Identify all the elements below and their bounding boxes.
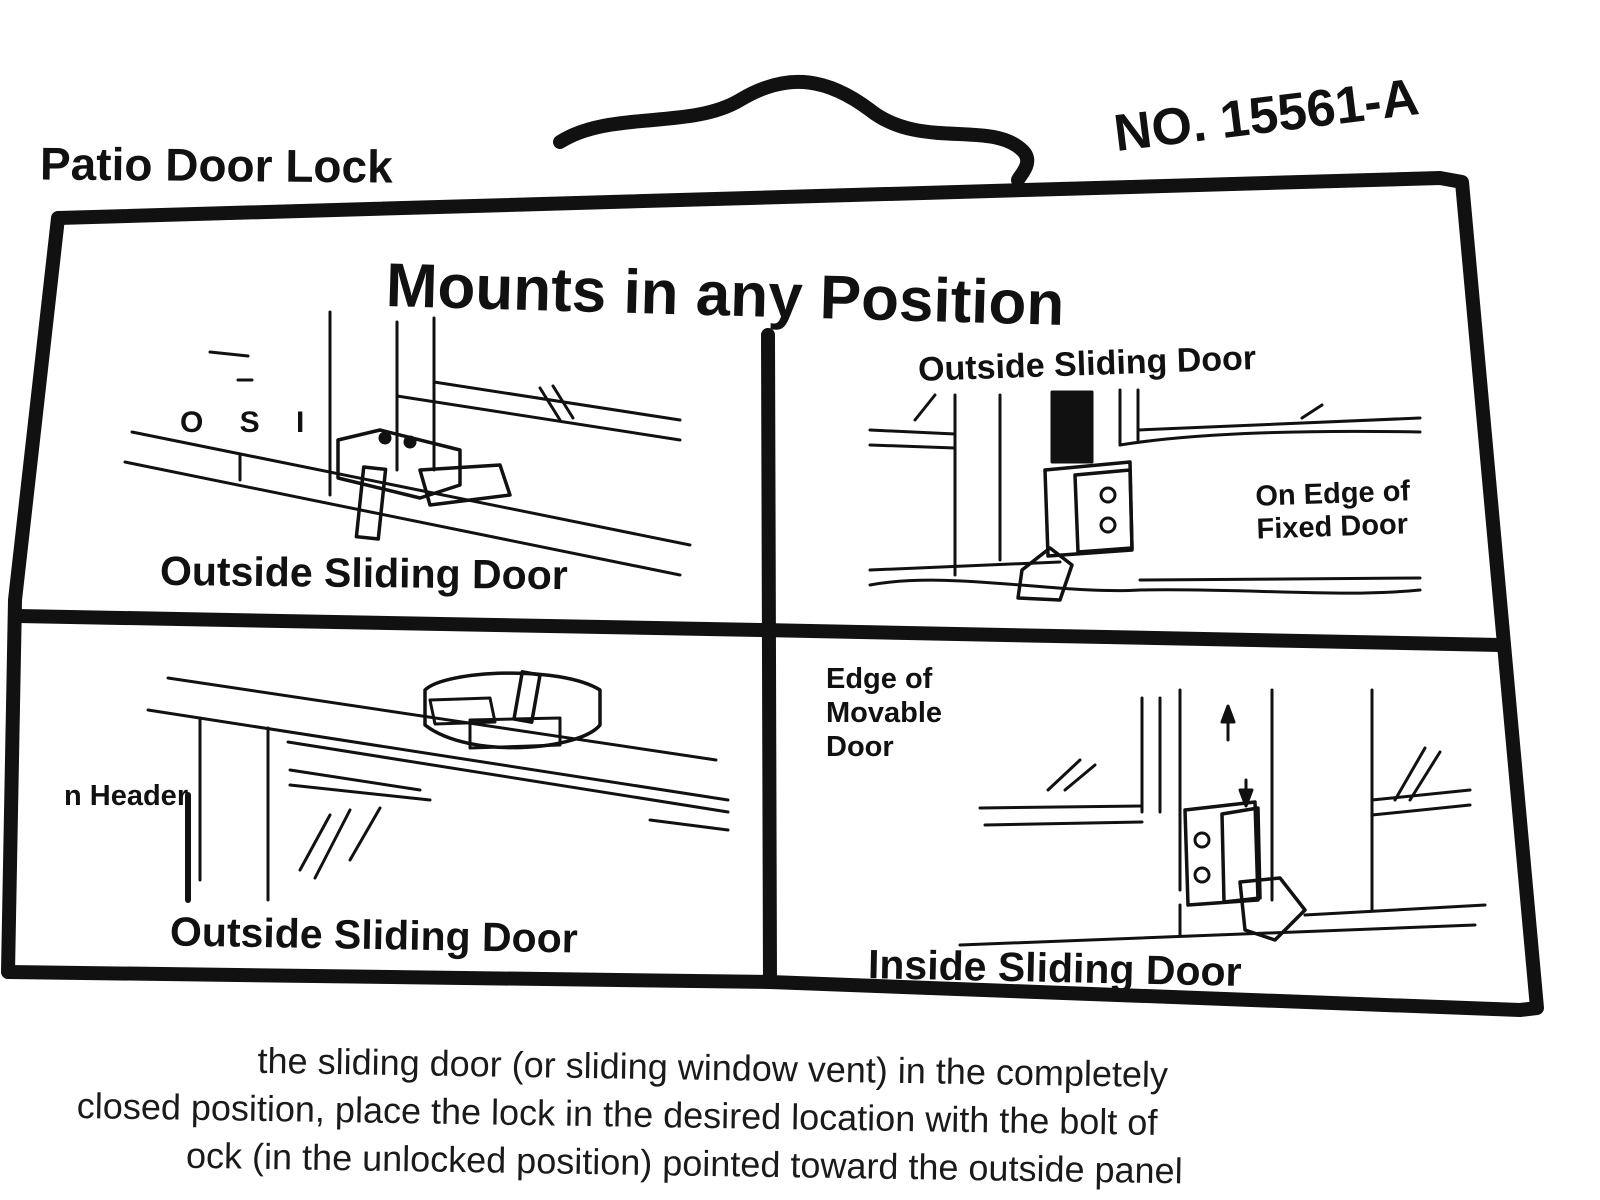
- instructions-text: the sliding door (or sliding window vent…: [76, 1034, 1478, 1200]
- label-line: Edge of: [826, 663, 933, 695]
- label-header: n Header: [64, 780, 189, 812]
- bottom-left-drawing: [146, 670, 730, 903]
- label-line: Fixed Door: [1256, 508, 1409, 547]
- fragment-label: O S I: [180, 406, 319, 439]
- product-name: Patio Door Lock: [39, 137, 393, 193]
- bottom-right-drawing: [958, 688, 1487, 947]
- label-line: Movable: [826, 697, 943, 730]
- caption-bottom-left: Outside Sliding Door: [169, 908, 579, 962]
- top-left-drawing: [123, 310, 692, 577]
- top-right-drawing: [868, 388, 1422, 602]
- label-on-edge-fixed-door: On Edge of Fixed Door: [1255, 475, 1412, 547]
- caption-bottom-right: Inside Sliding Door: [867, 941, 1243, 995]
- label-edge-movable-door: Edge of Movable Door: [826, 662, 942, 765]
- hanger-hook-icon: [553, 74, 1035, 187]
- outer-frame: [1, 171, 1544, 1017]
- vertical-divider: [761, 328, 777, 989]
- label-line: On Edge of: [1254, 475, 1411, 513]
- horizontal-divider: [11, 609, 1507, 652]
- label-line: Door: [826, 731, 894, 764]
- caption-top-left: Outside Sliding Door: [159, 547, 568, 599]
